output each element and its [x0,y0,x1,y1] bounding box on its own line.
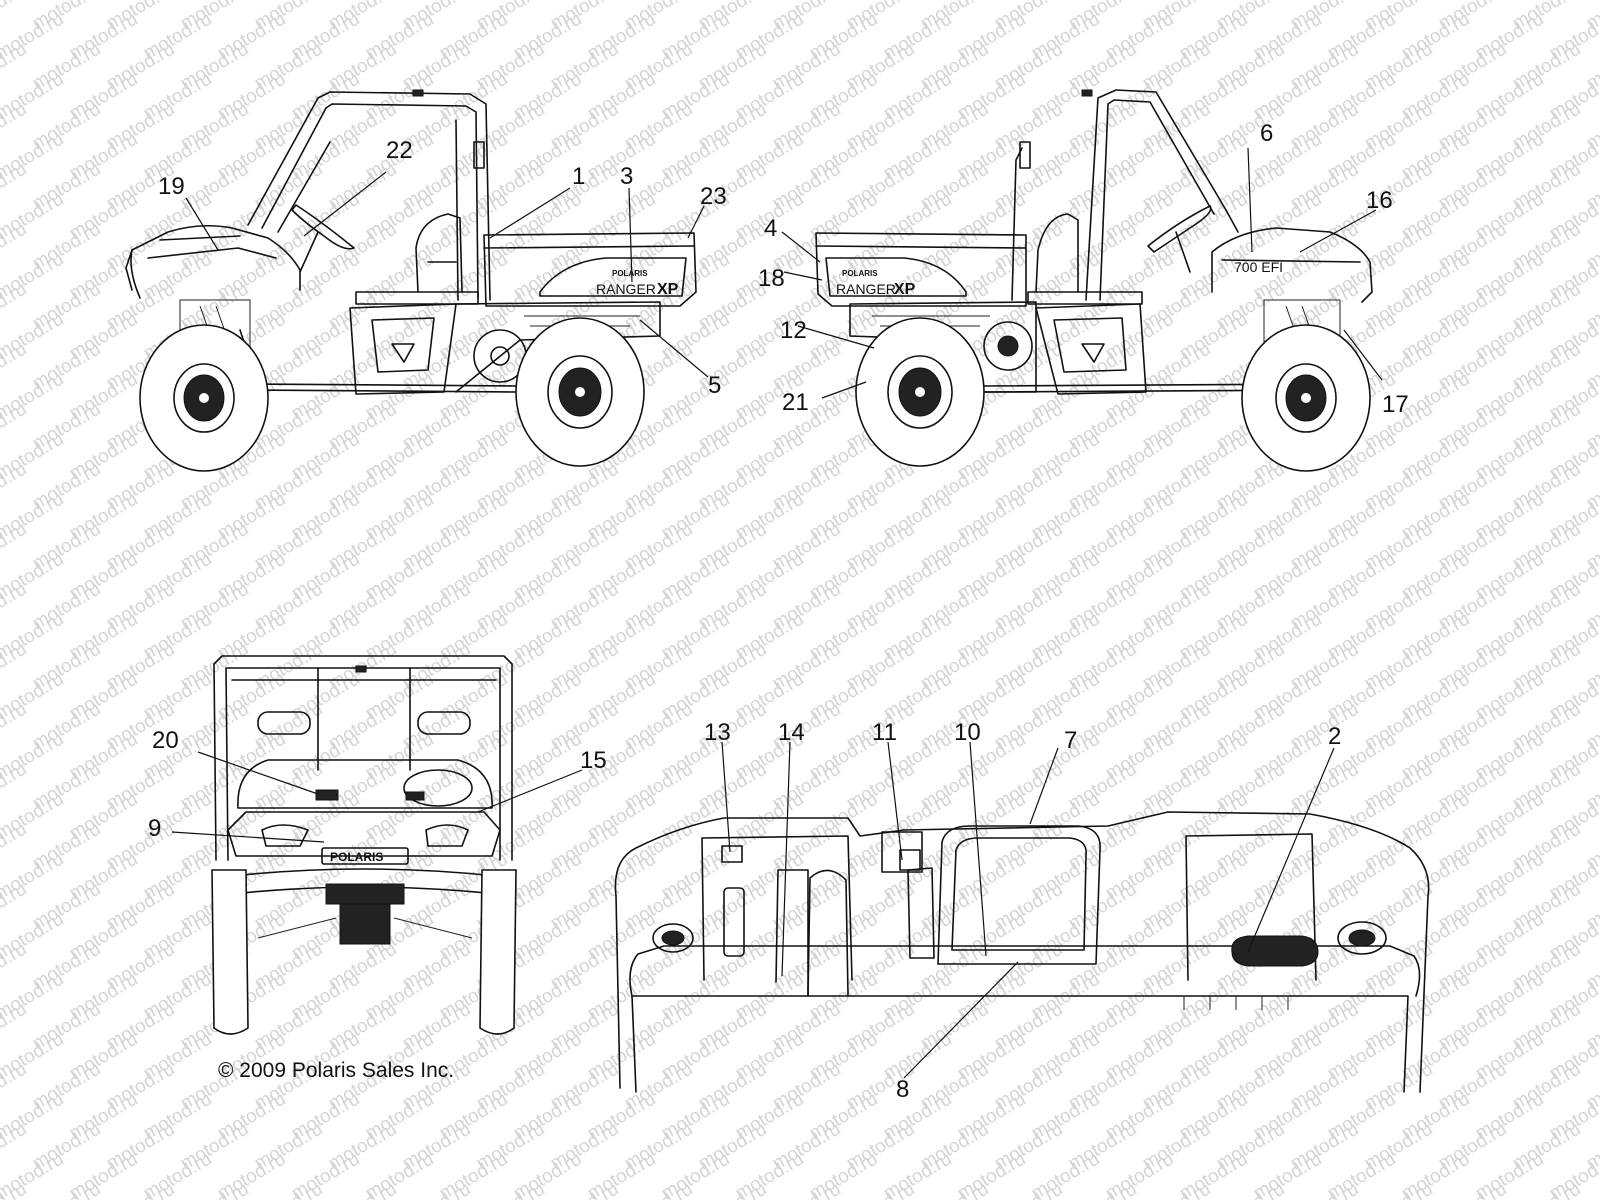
decal-700efi: 700 EFI [1234,259,1283,275]
callout-19: 19 [158,173,185,200]
callout-1: 1 [572,163,585,190]
callout-2: 2 [1328,723,1341,750]
callout-4: 4 [764,215,777,242]
callout-11: 11 [872,719,897,746]
callout-9: 9 [148,815,161,842]
callout-23: 23 [700,183,727,210]
callout-22: 22 [386,137,413,164]
decal-polaris-right: POLARIS [842,269,878,278]
callout-7: 7 [1064,727,1077,754]
decal-ranger-left: RANGER [596,281,656,297]
callout-6: 6 [1260,120,1273,147]
callout-14: 14 [778,719,805,746]
callout-10: 10 [954,719,981,746]
copyright-notice: © 2009 Polaris Sales Inc. [218,1059,455,1082]
callout-21: 21 [782,389,809,416]
decal-xp-left: XP [657,281,679,298]
callout-8: 8 [896,1076,909,1103]
callout-12: 12 [780,317,807,344]
decal-ranger-right: RANGER [836,281,896,297]
callout-20: 20 [152,727,179,754]
decal-xp-right: XP [894,281,916,298]
decal-polaris-left: POLARIS [612,269,648,278]
callout-13: 13 [704,719,731,746]
callout-5: 5 [708,372,721,399]
callout-18: 18 [758,265,785,292]
callout-15: 15 [580,747,607,774]
callout-17: 17 [1382,391,1409,418]
decal-polaris-front: POLARIS [330,850,383,864]
callout-3: 3 [620,163,633,190]
callout-16: 16 [1366,187,1393,214]
